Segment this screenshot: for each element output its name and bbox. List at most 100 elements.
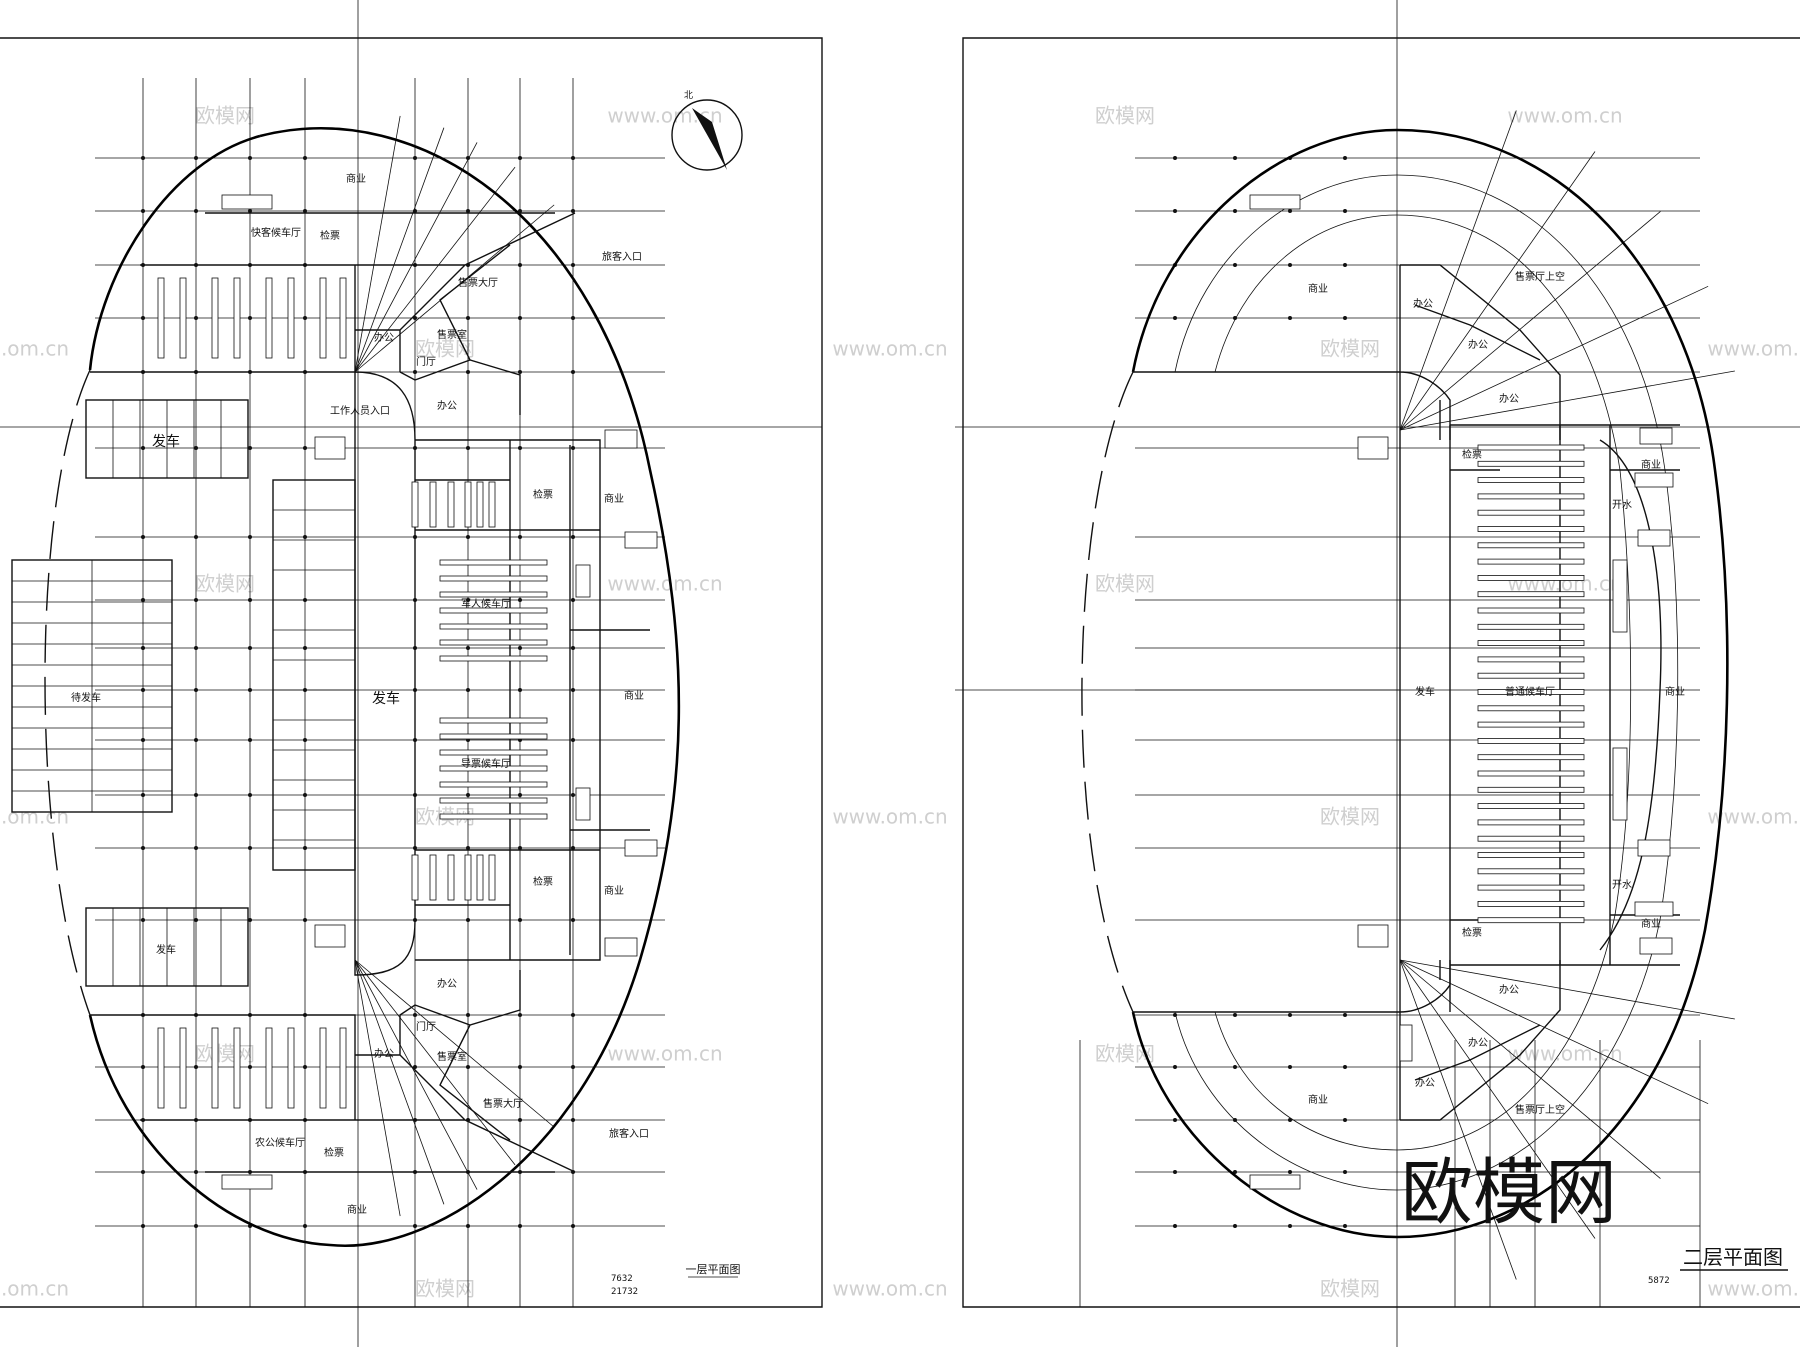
waiting-hall-benches: [411, 481, 548, 901]
column-dot: [518, 446, 522, 450]
column-dot: [1343, 156, 1347, 160]
stair: [1639, 427, 1673, 445]
bench: [1477, 607, 1585, 614]
column-dot: [1343, 1118, 1347, 1122]
room-label: 商业: [624, 689, 644, 702]
column-dot: [518, 370, 522, 374]
column-dot: [1233, 1013, 1237, 1017]
column-dot: [194, 209, 198, 213]
column-dot: [466, 688, 470, 692]
radial-line: [1399, 959, 1596, 1239]
room-label: 工作人员入口: [330, 405, 390, 417]
bench: [1477, 705, 1585, 712]
radial-line: [1399, 959, 1661, 1179]
column-dot: [303, 1224, 307, 1228]
bench: [233, 1027, 241, 1109]
column-dot: [571, 738, 575, 742]
room-label: 导票候车厅: [461, 757, 511, 770]
column-dot: [303, 535, 307, 539]
bench: [1477, 575, 1585, 581]
bench: [1477, 591, 1585, 598]
main-hall-walls: [415, 439, 650, 961]
column-dot: [141, 535, 145, 539]
radial-line: [1399, 959, 1709, 1105]
column-dot: [466, 646, 470, 650]
watermark: www.om.cn: [832, 337, 947, 361]
column-dot: [571, 1118, 575, 1122]
bench: [476, 854, 484, 901]
bench: [439, 717, 548, 724]
column-dot: [1288, 316, 1292, 320]
watermark: www.om.cn: [607, 1042, 722, 1066]
column-dot: [518, 535, 522, 539]
room-label: 办公: [374, 1047, 394, 1060]
bench: [339, 1027, 347, 1109]
bench: [1477, 852, 1585, 858]
bench: [439, 813, 548, 820]
column-dot: [571, 598, 575, 602]
room-label: 发车: [372, 690, 400, 707]
radial-line: [354, 127, 445, 373]
radial-line: [354, 166, 516, 373]
column-dot: [303, 209, 307, 213]
bench: [1477, 444, 1585, 451]
room-label: 商业: [1308, 282, 1328, 295]
bench: [439, 797, 548, 804]
bench: [411, 854, 419, 901]
column-dot: [466, 156, 470, 160]
radial-line: [1399, 959, 1517, 1280]
watermark: www.om.cn: [607, 572, 722, 596]
column-dot: [1173, 1170, 1177, 1174]
column-dot: [571, 918, 575, 922]
column-dot: [518, 263, 522, 267]
column-dot: [518, 846, 522, 850]
bench: [265, 1027, 273, 1109]
radial-line: [1399, 151, 1596, 431]
room-label: 办公: [1468, 338, 1488, 351]
column-dot: [1288, 1118, 1292, 1122]
building-outline: [88, 134, 261, 371]
watermark: .om.cn: [1, 1277, 69, 1301]
bench: [265, 277, 273, 359]
column-dot: [141, 598, 145, 602]
bench: [464, 854, 472, 901]
column-dot: [194, 1224, 198, 1228]
column-dot: [1233, 1065, 1237, 1069]
column-dot: [141, 156, 145, 160]
column-dot: [1173, 1224, 1177, 1228]
bench: [319, 1027, 327, 1109]
column-dot: [1343, 1065, 1347, 1069]
watermark: .om.cn: [1, 805, 69, 829]
room-label: 发车: [1415, 685, 1435, 698]
column-dot: [1343, 1224, 1347, 1228]
bench: [1477, 656, 1585, 663]
bench: [157, 277, 165, 359]
room-label: 办公: [1499, 392, 1519, 405]
column-dot: [518, 793, 522, 797]
column-dot: [248, 738, 252, 742]
watermark: www.om.cn: [832, 805, 947, 829]
column-dot: [571, 688, 575, 692]
column-dot: [194, 1065, 198, 1069]
bench: [319, 277, 327, 359]
radial-line: [1399, 370, 1735, 431]
column-dot: [466, 846, 470, 850]
room-label: 检票: [533, 488, 553, 501]
north-arrow: 北: [671, 90, 743, 171]
north-label: 北: [684, 90, 693, 101]
bench: [179, 277, 187, 359]
bench: [1477, 835, 1585, 842]
bench: [411, 481, 419, 528]
bench: [464, 481, 472, 528]
radial-line: [354, 959, 445, 1205]
column-dot: [1173, 1065, 1177, 1069]
column-dot: [303, 446, 307, 450]
north-arrow-circle: [671, 99, 743, 171]
radial-line: [1399, 211, 1661, 431]
watermark: www.om.cn: [1707, 1277, 1800, 1301]
inner-oval: [1599, 439, 1662, 951]
column-dot: [248, 535, 252, 539]
column-dot: [1233, 1224, 1237, 1228]
room-label: 办公: [1415, 1076, 1435, 1089]
room-label: 普通候车厅: [1505, 685, 1555, 698]
